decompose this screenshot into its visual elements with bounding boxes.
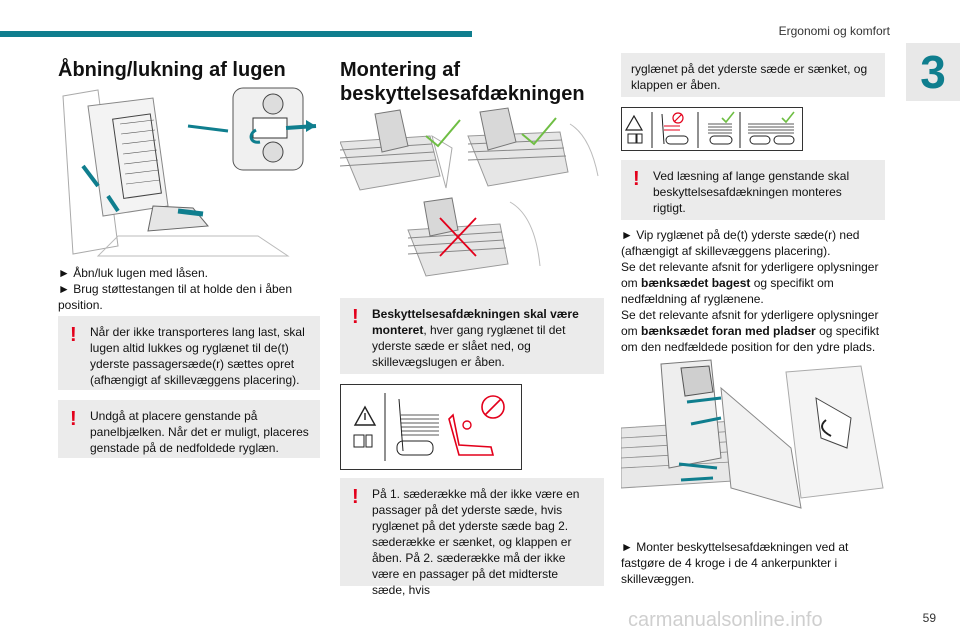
note-long-load-text: Ved læsning af lange genstande skal besk… xyxy=(653,169,850,215)
hatch-illustration xyxy=(58,86,320,258)
note-no-passenger-text: På 1. sæderække må der ikke være en pass… xyxy=(372,487,580,597)
step-mount-hooks: ► Monter beskyttelsesafdækningen ved at … xyxy=(621,540,849,586)
note-no-passenger: ! På 1. sæderække må der ikke være en pa… xyxy=(340,478,604,597)
note-cover-required-rest: , hver gang ryglænet til det yderste sæd… xyxy=(372,323,566,369)
warning-icon: ! xyxy=(70,324,77,346)
note-long-load: ! Ved læsning af lange genstande skal be… xyxy=(621,160,885,220)
step-fold-backrest: ► Vip ryglænet på de(t) yderste sæde(r) … xyxy=(621,228,860,258)
warning-icon: ! xyxy=(352,306,359,328)
step-support-rod: ► Brug støttestangen til at holde den i … xyxy=(58,282,293,312)
header-accent-bar xyxy=(0,31,472,37)
warning-icon: ! xyxy=(70,408,77,430)
warning-pictogram-box xyxy=(340,384,522,470)
reference-front-bench-link: bænksædet foran med pladser xyxy=(641,324,816,338)
note-cover-required: ! Beskyttelsesafdækningen skal være mont… xyxy=(340,298,604,374)
heading-open-close-hatch: Åbning/lukning af lugen xyxy=(58,59,286,81)
step-open-close: ► Åbn/luk lugen med låsen. xyxy=(58,266,208,280)
reference-rear-bench-post: og specifikt om nedfældning af ryglænene… xyxy=(621,276,834,306)
note-panel-beam-text: Undgå at placere genstande på panelbjælk… xyxy=(90,409,309,455)
reference-front-bench: Se det relevante afsnit for yderligere o… xyxy=(621,307,885,355)
warning-icon: ! xyxy=(633,168,640,190)
watermark: carmanualsonline.info xyxy=(628,609,823,631)
long-load-pictogram xyxy=(624,111,795,148)
section-title: Ergonomi og komfort xyxy=(778,24,890,38)
no-passenger-pictogram xyxy=(353,393,505,461)
chapter-number: 3 xyxy=(906,43,960,101)
long-load-pictogram-box xyxy=(621,107,803,151)
warning-icon: ! xyxy=(352,486,359,508)
hooks-mounting-illustration xyxy=(621,358,885,530)
reference-rear-bench-pre: Se det relevante afsnit for yderligere o… xyxy=(621,260,879,290)
reference-rear-bench: Se det relevante afsnit for yderligere o… xyxy=(621,259,885,307)
note-continued-text: ryglænet på det yderste sæde er sænket, … xyxy=(631,62,868,92)
heading-mount-cover: Montering af beskyttelsesafdækningen xyxy=(340,59,585,105)
note-panel-beam: ! Undgå at placere genstande på panelbjæ… xyxy=(58,400,320,458)
note-continued: ryglænet på det yderste sæde er sænket, … xyxy=(621,53,885,97)
reference-front-bench-post: og specifikt om den nedfældede position … xyxy=(621,324,880,354)
page-number: 59 xyxy=(922,611,936,625)
note-cover-required-text: Beskyttelsesafdækningen skal være monter… xyxy=(350,306,594,370)
cover-mounting-illustration xyxy=(340,106,604,286)
reference-rear-bench-link: bænksædet bagest xyxy=(641,276,751,290)
note-cover-required-bold: Beskyttelsesafdækningen skal være monter… xyxy=(372,307,579,337)
note-close-hatch-text: Når der ikke transporteres lang last, sk… xyxy=(90,325,305,387)
note-close-hatch: ! Når der ikke transporteres lang last, … xyxy=(58,316,320,390)
reference-front-bench-pre: Se det relevante afsnit for yderligere o… xyxy=(621,308,879,338)
